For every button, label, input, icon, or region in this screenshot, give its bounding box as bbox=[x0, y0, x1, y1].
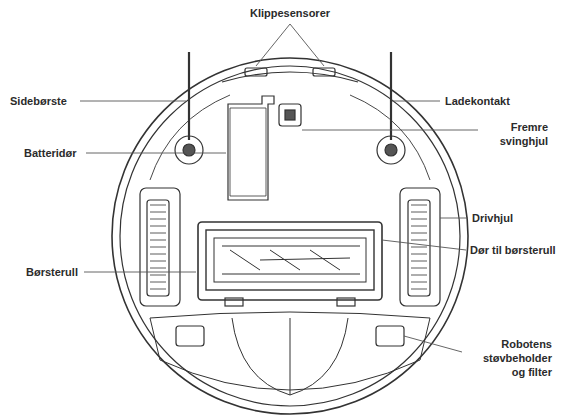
part-label: Ladekontakt bbox=[445, 94, 510, 108]
part-label: Drivhjul bbox=[472, 211, 513, 225]
part-label: Batteridør bbox=[24, 146, 77, 160]
part-label: Sidebørste bbox=[10, 94, 67, 108]
part-label: Klippesensorer bbox=[250, 6, 330, 20]
part-label: Dør til børsterull bbox=[470, 243, 556, 257]
part-label: Robotens støvbeholder og filter bbox=[468, 337, 552, 379]
part-label: Børsterull bbox=[26, 265, 78, 279]
part-label: Fremre svinghjul bbox=[484, 120, 548, 148]
